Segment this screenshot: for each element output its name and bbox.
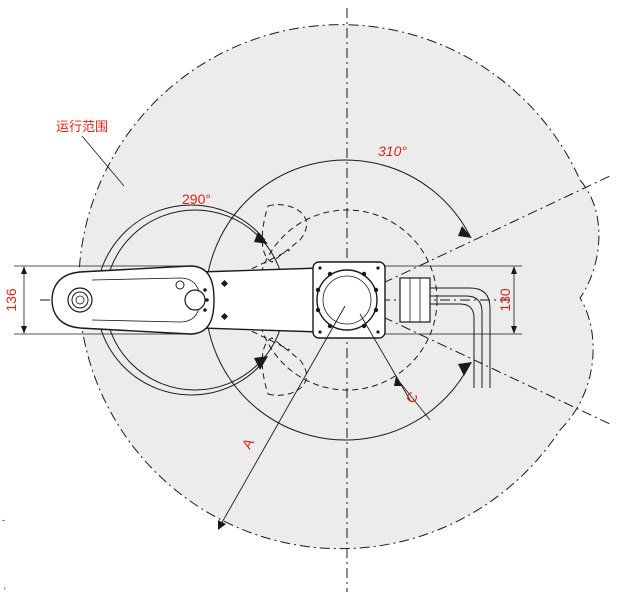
dim-130-arrow-bottom	[511, 326, 517, 334]
dim-c-leader	[397, 379, 431, 421]
elbow-joint	[184, 289, 206, 311]
cable-connector	[399, 277, 431, 323]
j1-arc-arrow-top	[458, 226, 472, 238]
j1-arc-arrow-bottom	[458, 362, 472, 376]
cable-pipe-2	[430, 295, 483, 388]
dim-130-label: 130	[497, 288, 513, 312]
edge-mark-left: -	[2, 515, 5, 525]
base-joint-ring	[316, 269, 378, 331]
j1-angle-label: 310°	[378, 143, 407, 159]
elbow-bolt-ring	[203, 288, 209, 312]
cable-pipe-1	[430, 287, 491, 388]
dim-a-line	[219, 305, 346, 527]
dim-136-arrow-bottom	[21, 326, 27, 334]
edge-mark-bottom: '	[4, 586, 6, 596]
ghost-arm-upper	[261, 204, 307, 263]
dim-c-arrow	[394, 376, 402, 386]
dim-136-label: 136	[3, 288, 19, 312]
end-effector-inner	[75, 295, 85, 305]
j1-limit-ray-lower	[346, 299, 613, 426]
base-joint-inner	[322, 275, 372, 325]
elbow-stop-upper	[220, 279, 229, 288]
j1-limit-ray-upper	[346, 175, 611, 301]
upper-arm-link	[199, 267, 321, 333]
base-bolts	[315, 266, 380, 334]
j2-arc-arrow-top	[254, 232, 268, 244]
ghost-arm-lower	[261, 337, 307, 396]
dim-a-arrow	[218, 520, 226, 530]
j2-arc-arrow-bottom	[254, 356, 268, 370]
elbow-bolt	[175, 280, 185, 290]
j2-angle-label: 290°	[182, 191, 211, 207]
dim-136-arrow-top	[21, 266, 27, 274]
working-range-label: 运行范围	[56, 120, 108, 135]
elbow-stop-lower	[220, 312, 229, 321]
working-range-leader	[81, 135, 125, 187]
cable-pipe-3	[430, 303, 475, 388]
dim-130-arrow-top	[511, 266, 517, 274]
